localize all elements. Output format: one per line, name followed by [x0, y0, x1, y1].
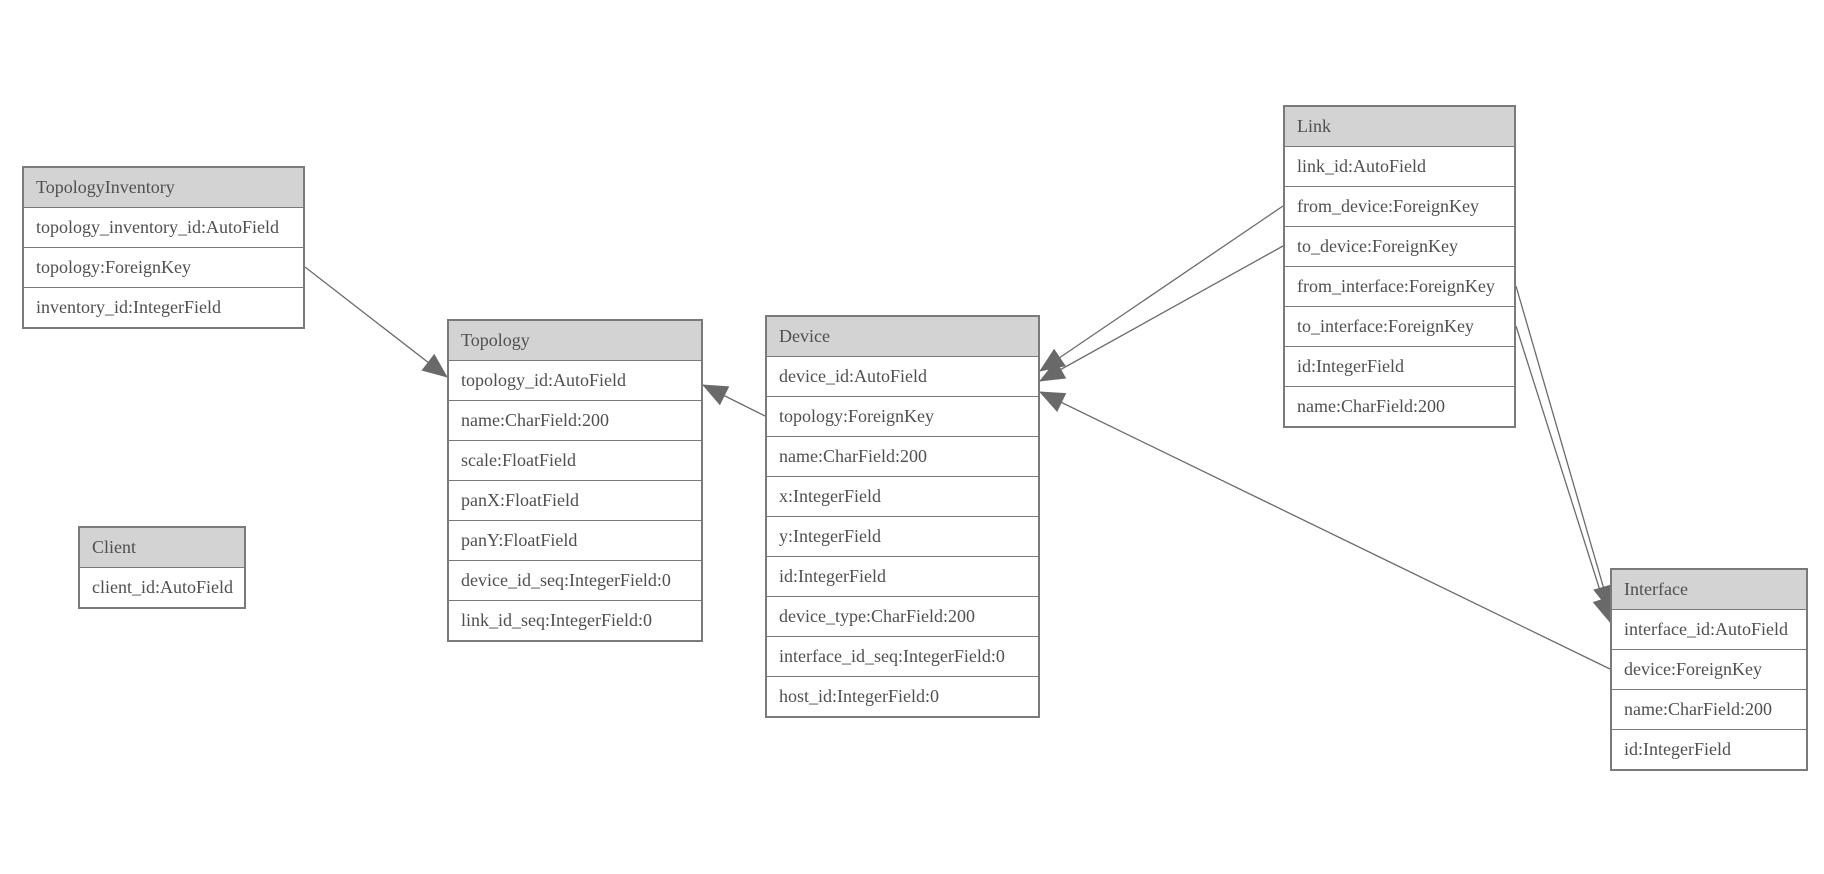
field-row: link_id_seq:IntegerField:0 — [449, 601, 701, 640]
field-row: panX:FloatField — [449, 481, 701, 521]
entity-device: Device device_id:AutoField topology:Fore… — [765, 315, 1040, 718]
field-row: to_device:ForeignKey — [1285, 227, 1514, 267]
entity-client: Client client_id:AutoField — [78, 526, 246, 609]
field-row: link_id:AutoField — [1285, 147, 1514, 187]
field-row: device:ForeignKey — [1612, 650, 1806, 690]
field-row: topology:ForeignKey — [767, 397, 1038, 437]
field-row: y:IntegerField — [767, 517, 1038, 557]
field-row: device_type:CharField:200 — [767, 597, 1038, 637]
field-row: name:CharField:200 — [767, 437, 1038, 477]
edge-interface-device — [1039, 391, 1611, 670]
entity-device-title: Device — [767, 317, 1038, 357]
entity-link-title: Link — [1285, 107, 1514, 147]
edge-link-fromdevice-device — [1039, 205, 1284, 372]
field-row: interface_id_seq:IntegerField:0 — [767, 637, 1038, 677]
entity-link: Link link_id:AutoField from_device:Forei… — [1283, 105, 1516, 428]
edge-device-topology — [702, 384, 766, 417]
field-row: inventory_id:IntegerField — [24, 288, 303, 327]
field-row: x:IntegerField — [767, 477, 1038, 517]
field-row: device_id:AutoField — [767, 357, 1038, 397]
entity-interface-title: Interface — [1612, 570, 1806, 610]
field-row: topology_inventory_id:AutoField — [24, 208, 303, 248]
edge-link-todevice-device — [1039, 245, 1284, 382]
edge-topologyinventory-topology — [304, 266, 448, 378]
field-row: from_device:ForeignKey — [1285, 187, 1514, 227]
field-row: id:IntegerField — [767, 557, 1038, 597]
field-row: name:CharField:200 — [1612, 690, 1806, 730]
entity-topologyinventory: TopologyInventory topology_inventory_id:… — [22, 166, 305, 329]
field-row: interface_id:AutoField — [1612, 610, 1806, 650]
entity-interface: Interface interface_id:AutoField device:… — [1610, 568, 1808, 771]
field-row: host_id:IntegerField:0 — [767, 677, 1038, 716]
entity-topologyinventory-title: TopologyInventory — [24, 168, 303, 208]
field-row: topology:ForeignKey — [24, 248, 303, 288]
field-row: from_interface:ForeignKey — [1285, 267, 1514, 307]
field-row: name:CharField:200 — [1285, 387, 1514, 426]
entity-client-title: Client — [80, 528, 244, 568]
field-row: id:IntegerField — [1612, 730, 1806, 769]
field-row: client_id:AutoField — [80, 568, 244, 607]
edge-link-tointerface-interface — [1515, 325, 1613, 624]
field-row: name:CharField:200 — [449, 401, 701, 441]
field-row: id:IntegerField — [1285, 347, 1514, 387]
field-row: device_id_seq:IntegerField:0 — [449, 561, 701, 601]
field-row: panY:FloatField — [449, 521, 701, 561]
entity-topology-title: Topology — [449, 321, 701, 361]
field-row: topology_id:AutoField — [449, 361, 701, 401]
field-row: scale:FloatField — [449, 441, 701, 481]
field-row: to_interface:ForeignKey — [1285, 307, 1514, 347]
edge-link-frominterface-interface — [1515, 285, 1614, 612]
entity-topology: Topology topology_id:AutoField name:Char… — [447, 319, 703, 642]
